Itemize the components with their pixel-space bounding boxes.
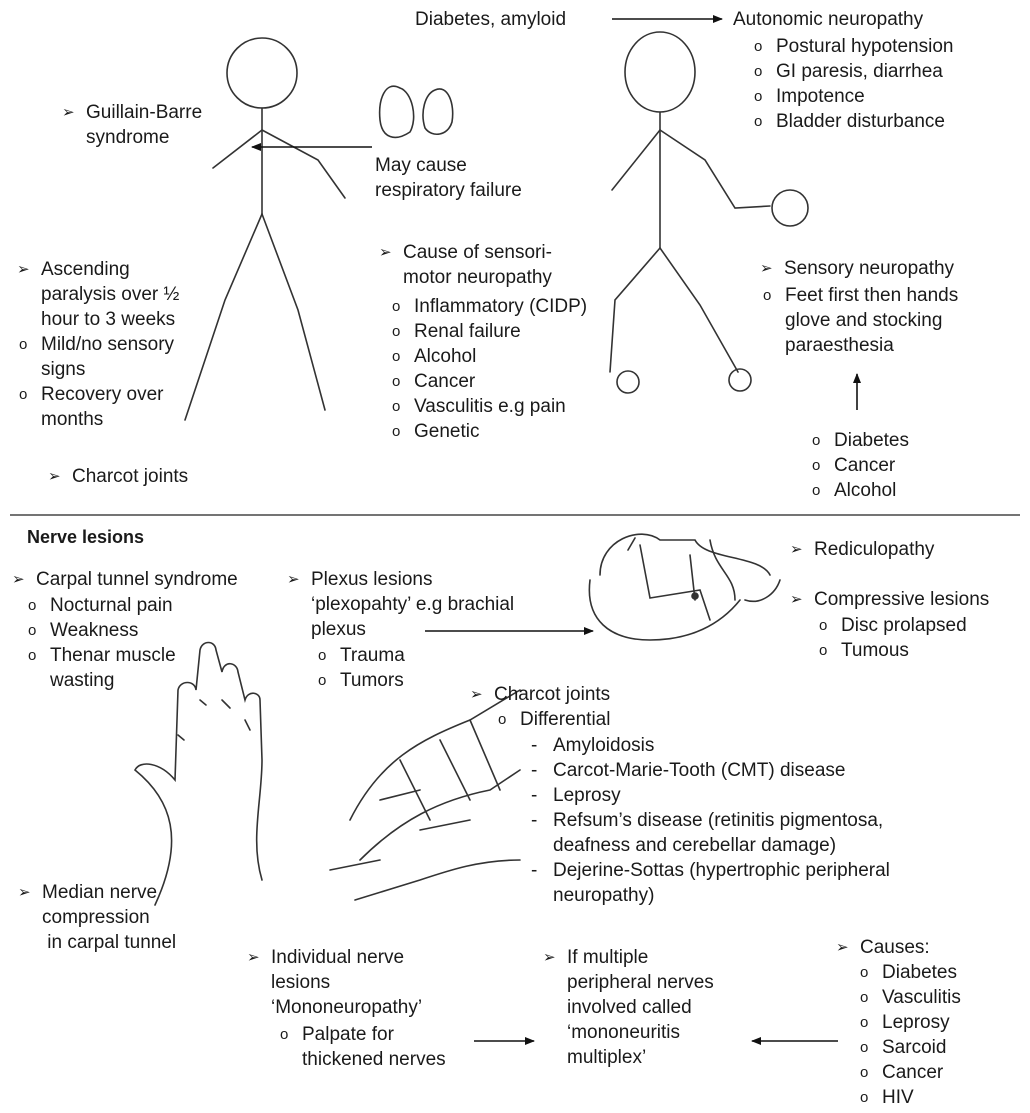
sensory-cause: Diabetes (812, 428, 909, 453)
sensory-causes-list: Diabetes Cancer Alcohol (812, 428, 909, 503)
carpal-tunnel-list: Nocturnal pain Weakness Thenar muscle wa… (28, 593, 176, 693)
causes-title: Causes: (836, 935, 930, 960)
sensory-neuropathy-desc: Feet first then hands glove and stocking… (763, 283, 958, 358)
mononeuritis-multiplex: If multiple peripheral nerves involved c… (543, 945, 714, 1070)
cause-item: Sarcoid (860, 1035, 961, 1060)
individual-nerve-lesions: Individual nerve lesions ‘Mononeuropathy… (247, 945, 422, 1020)
charcot-differential: Differential (498, 707, 611, 732)
palpate-note: Palpate for thickened nerves (280, 1022, 446, 1072)
cause-item: Diabetes (860, 960, 961, 985)
sensorimotor-item: Inflammatory (CIDP) (392, 294, 587, 319)
sensorimotor-item: Cancer (392, 369, 587, 394)
sensorimotor-item: Alcohol (392, 344, 587, 369)
autonomic-list: Postural hypotension GI paresis, diarrhe… (754, 34, 954, 134)
stick-figure-right (609, 31, 809, 394)
guillain-barre: Guillain-Barre syndrome (62, 100, 202, 150)
lungs-drawing (378, 85, 454, 139)
hand-drawing (133, 641, 263, 906)
sensory-cause: Alcohol (812, 478, 909, 503)
compressive-lesions: Compressive lesions (790, 587, 989, 612)
carpal-tunnel-title: Carpal tunnel syndrome (12, 567, 238, 592)
nerve-lesions-heading: Nerve lesions (27, 527, 145, 547)
ascending-paralysis: Ascending paralysis over ½ hour to 3 wee… (17, 257, 179, 432)
plexus-lesions: Plexus lesions ‘plexopahty’ e.g brachial… (287, 567, 514, 642)
median-nerve-note: Median nerve compression in carpal tunne… (18, 880, 176, 955)
sensory-neuropathy-title: Sensory neuropathy (760, 256, 954, 281)
sensorimotor-item: Renal failure (392, 319, 587, 344)
autonomic-item: Postural hypotension (754, 34, 954, 59)
stick-figure-left (184, 37, 346, 421)
autonomic-item: Bladder disturbance (754, 109, 953, 134)
charcot-joint-drawing (329, 689, 521, 901)
causes-list: Diabetes Vasculitis Leprosy Sarcoid Canc… (860, 960, 961, 1110)
sensorimotor-list: Inflammatory (CIDP) Renal failure Alcoho… (392, 294, 587, 444)
autonomic-title: Autonomic neuropathy (733, 9, 924, 30)
charcot-differential-list: Amyloidosis Carcot-Marie-Tooth (CMT) dis… (531, 733, 890, 908)
cause-item: Cancer (860, 1060, 961, 1085)
respiratory-failure-note: May cause respiratory failure (375, 155, 522, 201)
cause-item: HIV (860, 1085, 961, 1110)
spinal-cord-drawing (588, 533, 781, 641)
charcot-joints-title: Charcot joints (470, 682, 610, 707)
cause-item: Leprosy (860, 1010, 961, 1035)
compressive-list: Disc prolapsed Tumous (819, 613, 967, 663)
diabetes-amyloid-label: Diabetes, amyloid (415, 9, 567, 30)
sensorimotor-block: Cause of sensori- motor neuropathy (379, 240, 552, 290)
plexus-list: Trauma Tumors (318, 643, 405, 693)
autonomic-item: Impotence (754, 84, 953, 109)
autonomic-item: GI paresis, diarrhea (754, 59, 953, 84)
sensorimotor-item: Genetic (392, 419, 587, 444)
rediculopathy: Rediculopathy (790, 537, 935, 562)
charcot-joints-top: Charcot joints (48, 464, 188, 489)
cause-item: Vasculitis (860, 985, 961, 1010)
sensory-cause: Cancer (812, 453, 909, 478)
sensorimotor-item: Vasculitis e.g pain (392, 394, 587, 419)
